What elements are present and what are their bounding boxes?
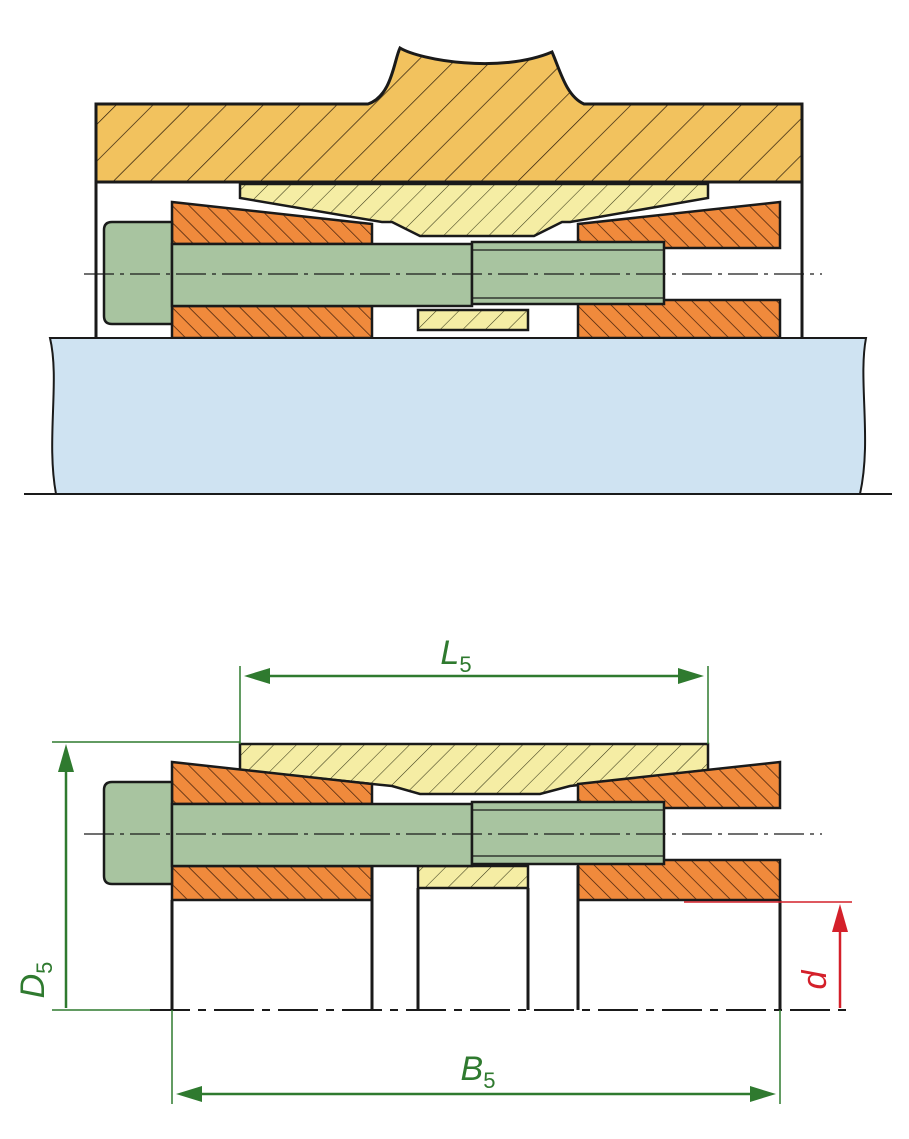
shaft [48, 337, 868, 495]
hub [94, 45, 804, 184]
inner-ring-foot [416, 308, 530, 332]
hub-bore [94, 182, 804, 338]
dimensioned-view: L5 D5 d B5 [14, 634, 852, 1104]
screw-head [102, 780, 174, 886]
d5-label: D5 [14, 962, 57, 999]
right-clamp-ring [576, 200, 782, 250]
right-clamp-ring-lower [576, 858, 782, 902]
b5-label: B5 [461, 1050, 496, 1093]
b5-arrow-right [750, 1086, 776, 1102]
top-assembly [24, 45, 892, 495]
l5-arrow-left [244, 668, 270, 684]
screw-shank [170, 242, 474, 308]
inner-ring-foot [416, 864, 530, 890]
left-clamp-ring-lower [170, 304, 374, 340]
right-clamp-ring-lower [576, 298, 782, 340]
screw-head [102, 220, 174, 326]
d-arrow-up [832, 904, 848, 932]
l5-label: L5 [440, 634, 471, 677]
l5-arrow-right [678, 668, 704, 684]
left-clamp-ring-lower [170, 864, 374, 902]
d-label: d [796, 969, 834, 989]
screw-shank [170, 802, 474, 868]
d5-arrow-up [58, 744, 74, 772]
screw-thread [470, 800, 666, 866]
right-clamp-ring [576, 760, 782, 810]
b5-arrow-left [176, 1086, 202, 1102]
inner-ring [238, 182, 710, 238]
screw-thread [470, 240, 666, 306]
